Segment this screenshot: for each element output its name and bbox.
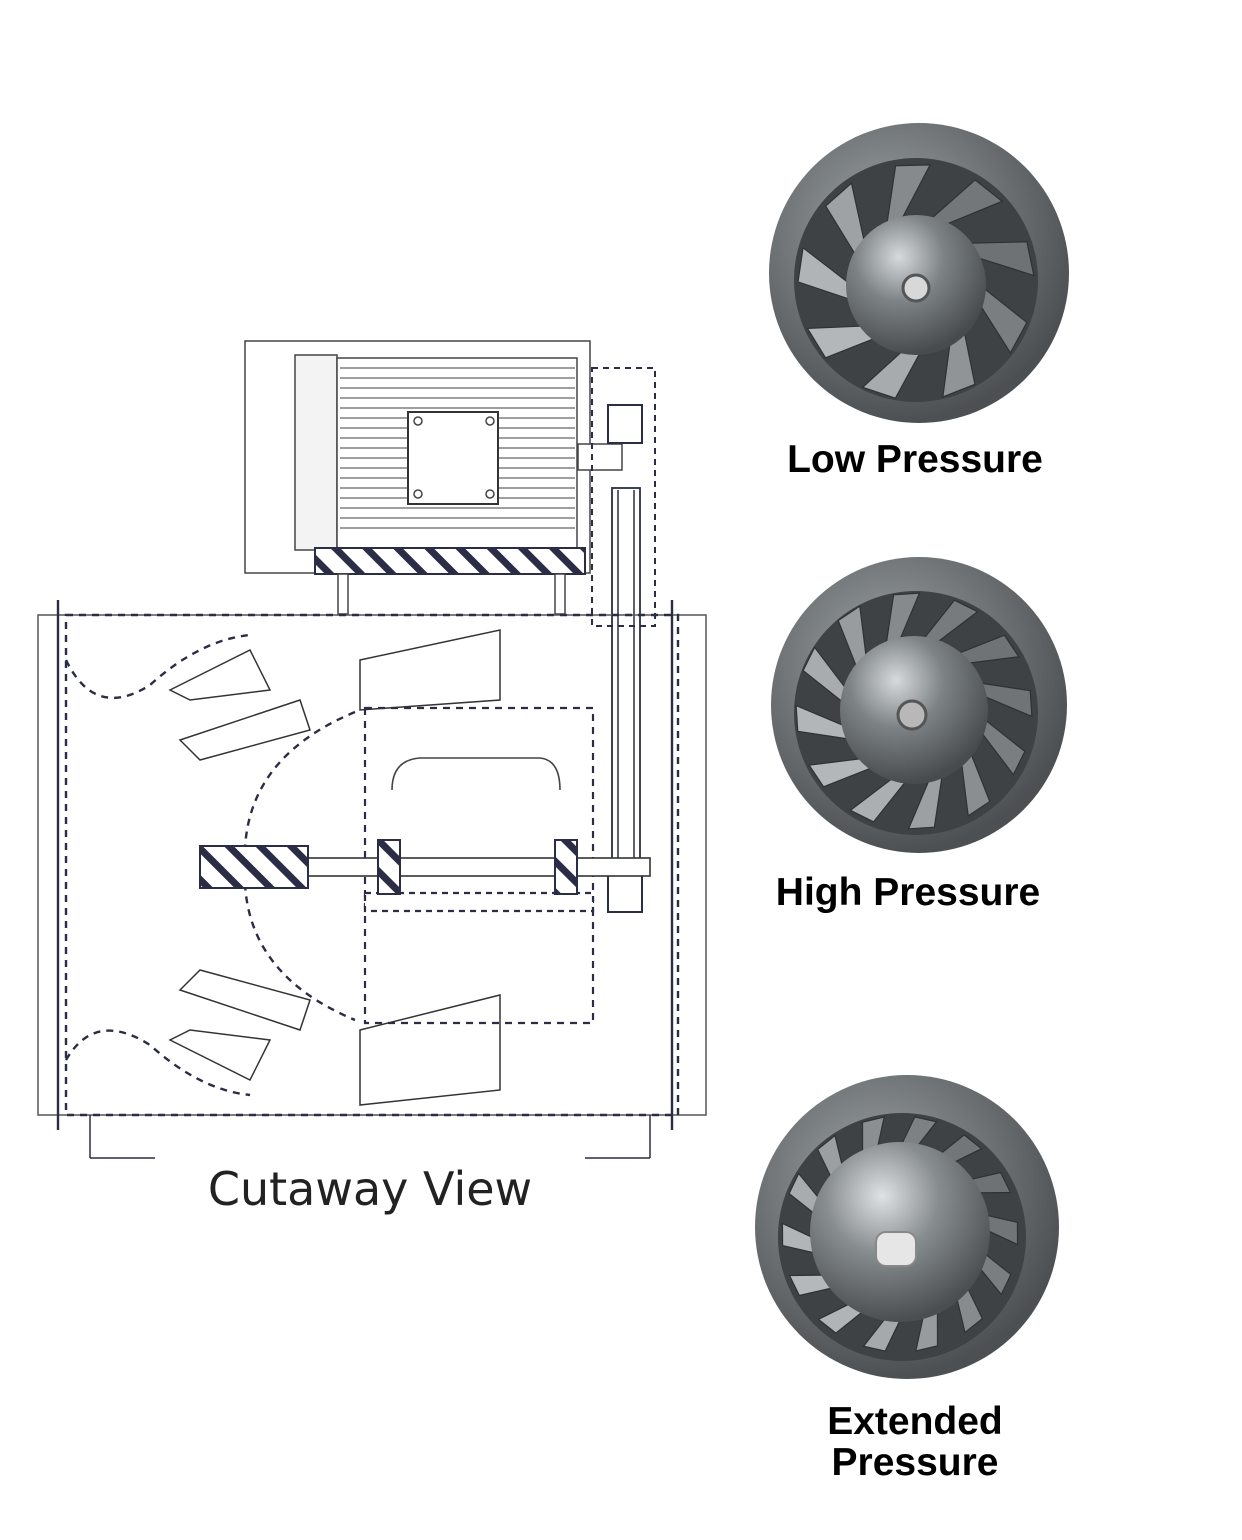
fan-shaft [199,839,651,895]
belt-guard [591,367,656,913]
cutaway-view-label: Cutaway View [207,1162,533,1216]
high-pressure-label: High Pressure [775,871,1041,914]
fan-housing [37,600,707,1159]
low-pressure-label: Low Pressure [787,438,1043,481]
extended-pressure-label-line2: Pressure [831,1440,999,1484]
high-pressure-impeller [771,557,1067,853]
extended-pressure-label-line1: Extended [827,1400,1003,1443]
inlet-bell [64,633,251,1097]
low-pressure-impeller [769,123,1069,423]
extended-pressure-impeller [755,1075,1059,1379]
shaft-bore [901,273,931,303]
motor [244,340,623,615]
shaft-bore [875,1231,917,1267]
motor-cooling-fins [340,367,575,529]
cutaway-drawing [37,340,707,1159]
motor-shaft [577,443,623,471]
motor-base [314,547,586,575]
shaft-bore [896,699,928,731]
terminal-box [407,411,499,505]
extended-pressure-label: Extended Pressure [760,1400,1070,1484]
